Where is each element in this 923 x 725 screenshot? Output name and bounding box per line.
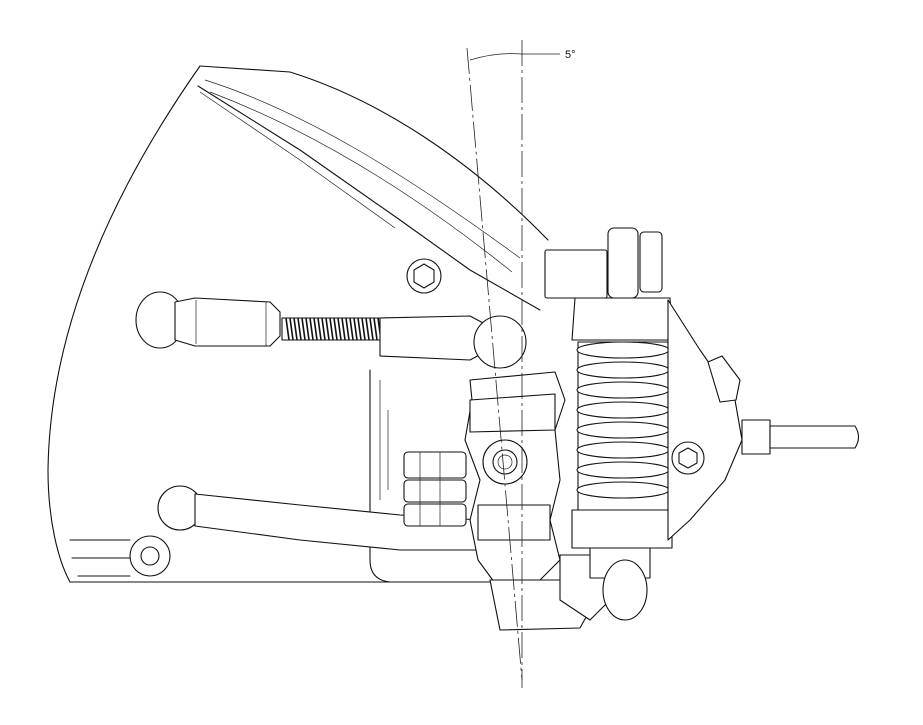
hub-upright <box>464 371 611 631</box>
center-lines <box>466 40 523 688</box>
angle-label: 5° <box>565 49 576 61</box>
chassis-outline <box>47 65 549 583</box>
caliper-block <box>403 451 467 527</box>
upper-tie-rod <box>135 291 527 369</box>
coilover-shock <box>544 227 673 621</box>
hex-bolt-upper <box>406 258 442 294</box>
right-bracket <box>667 299 860 541</box>
angle-dimension: 5° <box>469 49 576 61</box>
